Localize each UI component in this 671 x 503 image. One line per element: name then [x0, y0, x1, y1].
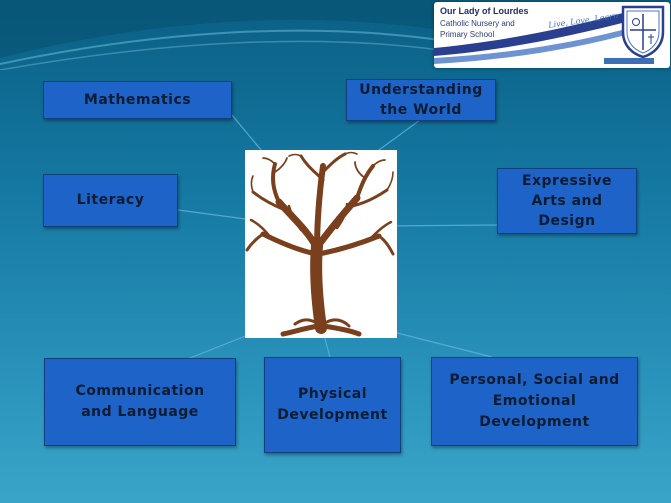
logo-school-type-2: Primary School [440, 30, 495, 39]
area-personal-social-emotional-development: Personal, Social and Emotional Developme… [431, 357, 638, 446]
school-crest-icon [621, 5, 665, 58]
area-expressive-arts-and-design: Expressive Arts and Design [497, 168, 637, 234]
logo-school-name: Our Lady of Lourdes [440, 6, 529, 16]
logo-swoosh-icon [434, 10, 654, 64]
area-understanding-the-world: Understanding the World [346, 79, 496, 121]
area-literacy: Literacy [43, 174, 178, 227]
school-logo: Our Lady of Lourdes Catholic Nursery and… [434, 2, 670, 68]
connector-expressive [379, 224, 498, 227]
logo-school-type-1: Catholic Nursery and [440, 19, 515, 28]
area-mathematics: Mathematics [43, 81, 232, 119]
area-communication-and-language: Communication and Language [44, 358, 236, 446]
area-physical-development: Physical Development [264, 357, 401, 453]
header-wave-decoration [0, 0, 441, 70]
tree-icon [245, 151, 395, 337]
tree-image-panel [245, 150, 397, 338]
